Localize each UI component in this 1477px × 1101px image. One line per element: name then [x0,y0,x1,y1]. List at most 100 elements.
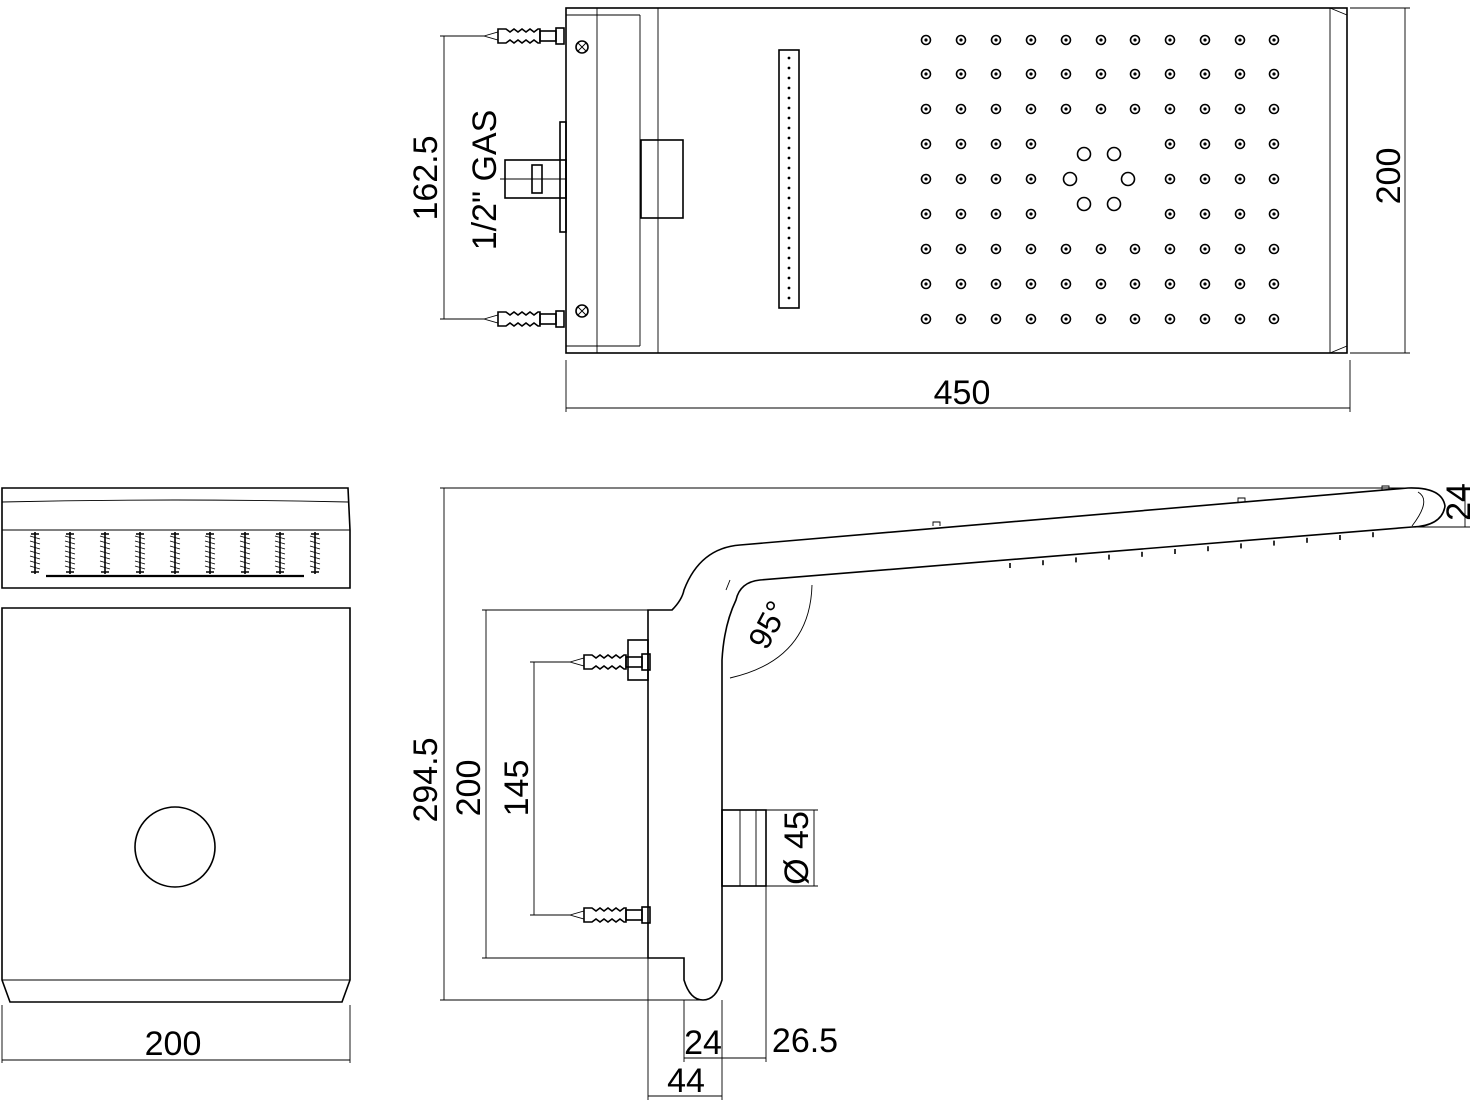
nozzle-center [1203,107,1207,111]
nozzle-center [1168,317,1172,321]
slot-hole [787,196,791,200]
nozzle [1025,208,1037,220]
nozzle-center [1029,38,1033,42]
nozzle [990,313,1002,325]
front-anchor-icon [309,531,321,575]
nozzle-center [924,72,928,76]
nozzle-center [994,142,998,146]
slot-hole [787,216,791,220]
nozzle-center [1238,212,1242,216]
wall-anchor-icon [559,653,651,671]
nozzle-center [1064,247,1068,251]
nozzle-center [959,317,963,321]
nozzle-center [1029,177,1033,181]
nozzle [1268,138,1280,150]
front-anchor-icon [134,531,146,575]
nozzle [1268,68,1280,80]
knob-top [640,139,684,219]
nozzle [1025,313,1037,325]
nozzle-center [1064,317,1068,321]
nozzle-center [1203,317,1207,321]
arm-thickness-dimension: 24 [684,1024,722,1062]
nozzle-center [994,282,998,286]
wall-plate-front [1,607,351,1003]
nozzle-center [1099,72,1103,76]
nozzle-center [924,107,928,111]
center-nozzle [1120,171,1136,187]
nozzle [955,103,967,115]
nozzle [1164,208,1176,220]
nozzle [1199,138,1211,150]
dimension-lines [440,7,1410,412]
nozzle-center [959,107,963,111]
nozzle-center [1238,72,1242,76]
front-anchor-icon [239,531,251,575]
nozzle [990,103,1002,115]
nozzle [1234,278,1246,290]
nozzle-center [1029,282,1033,286]
front-anchor-icon [64,531,76,575]
nozzle-center [1133,317,1137,321]
center-nozzle [1106,196,1122,212]
slot-hole [787,276,791,280]
nozzle [1234,68,1246,80]
slot-hole [787,66,791,70]
nozzle [1268,243,1280,255]
nozzle [1199,103,1211,115]
connection-size-label: 1/2" GAS [466,110,504,251]
inlet-spacing-dimension: 162.5 [407,135,445,220]
nozzle-center [1099,38,1103,42]
nozzle [955,208,967,220]
nozzle [955,313,967,325]
nozzle [1025,103,1037,115]
nozzle-center [994,38,998,42]
nozzle-center [994,72,998,76]
front-anchor-icon [29,531,41,575]
nozzle [1199,243,1211,255]
nozzle-center [1272,317,1276,321]
nozzle-center [1238,38,1242,42]
head-thickness-dimension: 24 [1440,483,1477,521]
wall-anchor-icon [473,310,565,328]
nozzle-center [1168,72,1172,76]
nozzle-center [1168,212,1172,216]
top-view: 200 450 162.5 1/2" GAS [407,7,1410,412]
nozzle [1060,34,1072,46]
nozzle-center [1099,107,1103,111]
nozzle [990,138,1002,150]
nozzle-center [959,142,963,146]
nozzle [955,68,967,80]
front-anchor-icon [274,531,286,575]
side-view: 294.5 200 145 95° 24 Ø 45 24 26.5 44 [407,483,1477,1100]
nozzle [1268,278,1280,290]
nozzle [920,173,932,185]
center-nozzle [1106,146,1122,162]
slot-hole [787,246,791,250]
nozzle-center [924,177,928,181]
nozzle-center [1029,142,1033,146]
nozzle-center [1203,247,1207,251]
center-nozzle [1062,171,1078,187]
total-height-dimension: 294.5 [407,737,445,822]
nozzle-center [1133,107,1137,111]
inlet-pipe [500,121,567,233]
nozzle [1129,278,1141,290]
slot-hole [787,136,791,140]
nozzle [1199,68,1211,80]
nozzle-center [1168,38,1172,42]
front-view: 200 [1,487,351,1063]
nozzle [990,68,1002,80]
nozzle-center [1029,72,1033,76]
slot-hole [787,56,791,60]
nozzle [1199,313,1211,325]
knob-diameter-dimension: Ø 45 [778,811,816,885]
nozzle [920,103,932,115]
slot-hole [787,296,791,300]
nozzle [1129,34,1141,46]
nozzle [920,34,932,46]
nozzle-center [1203,282,1207,286]
nozzle-center [959,282,963,286]
nozzle-center [1029,212,1033,216]
nozzle [1199,34,1211,46]
nozzle-center [1133,72,1137,76]
